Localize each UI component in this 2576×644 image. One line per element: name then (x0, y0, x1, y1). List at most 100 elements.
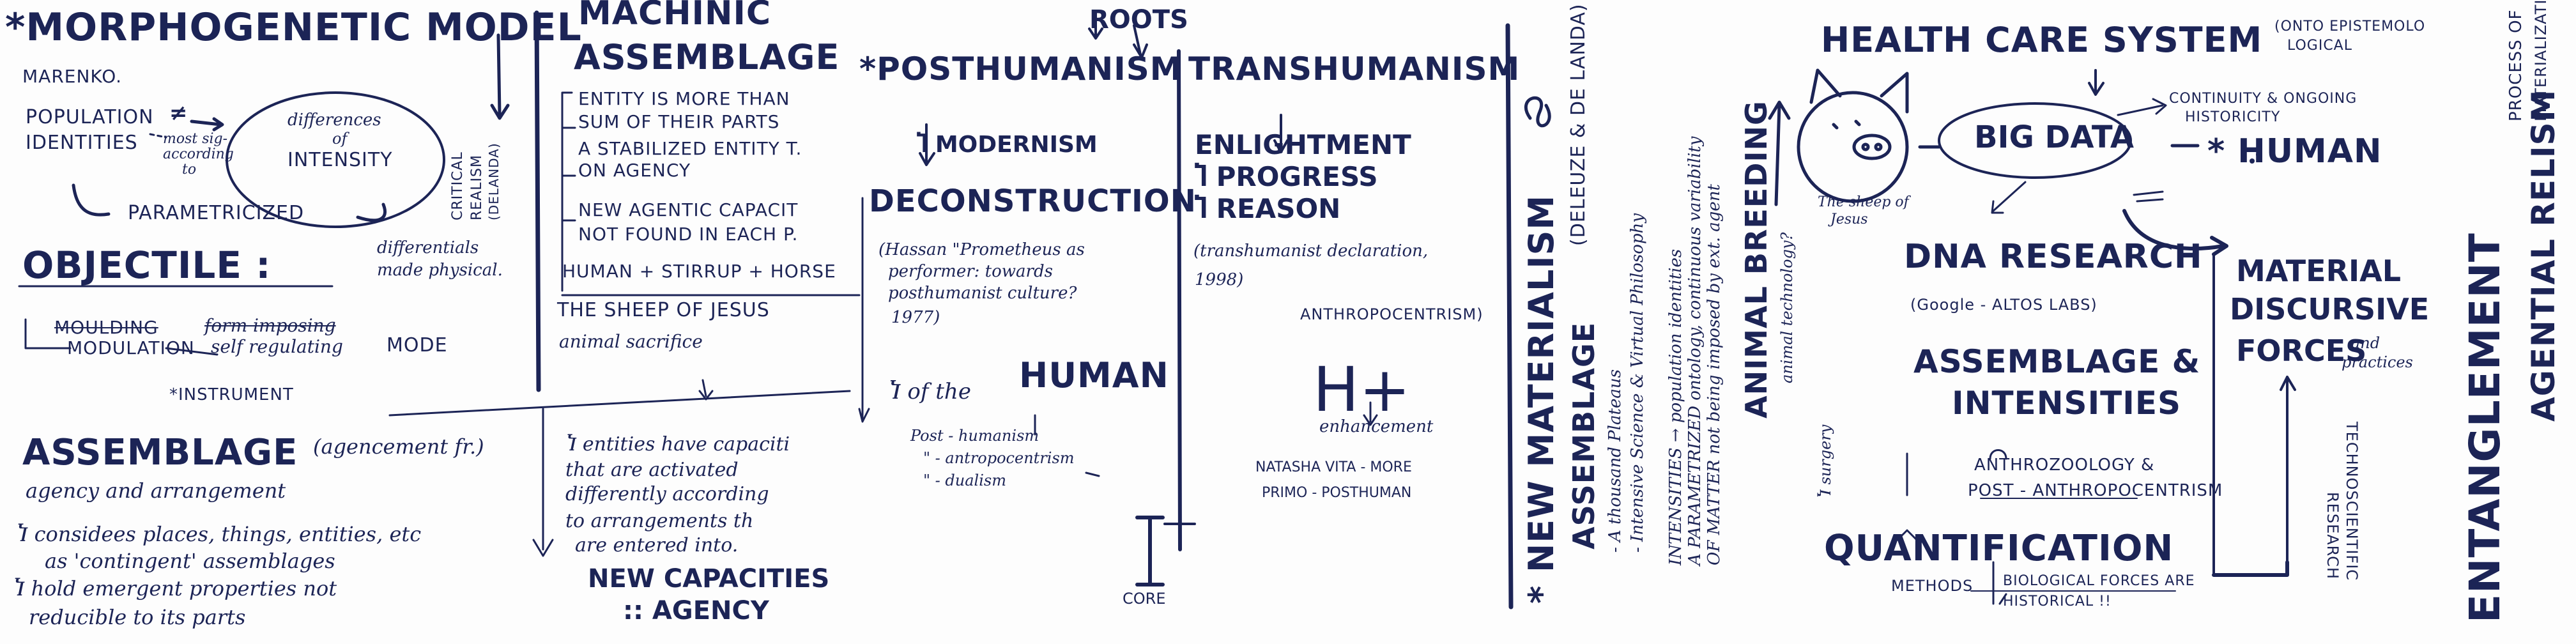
hassan-3: posthumanist culture? (888, 284, 1077, 303)
transhumanism-title: TRANSHUMANISM (1188, 50, 1521, 88)
hassan-4: 1977) (891, 308, 940, 327)
new-materialism-title: * NEW MATERIALISM (1521, 194, 1561, 604)
agency-arrangement: agency and arrangement (26, 479, 286, 503)
forces-label: FORCES (2236, 334, 2367, 368)
hassan-1: (Hassan "Prometheus as (878, 240, 1085, 259)
anthrozoology-2: POST - ANTHROPOCENTRISM (1968, 481, 2223, 500)
self-regulating: self regulating (211, 336, 343, 357)
h-plus: H+ (1313, 354, 1411, 425)
quantification: QUANTIFICATION (1824, 528, 2174, 569)
molding: MOULDING (54, 317, 158, 338)
modulation: MODULATION (67, 337, 195, 358)
enlightenment: ENLIGHTMENT (1195, 129, 1411, 160)
core-label: CORE (1123, 590, 1166, 608)
arrow-pop (190, 117, 224, 132)
sheep-caption-2: Jesus (1830, 211, 1868, 227)
capacities-3: differently according (565, 483, 769, 505)
arrow-down-critical (490, 33, 510, 120)
modernism: Ⴈ MODERNISM (917, 132, 1098, 158)
critical-2: REALISM (469, 155, 485, 220)
capacities-2: that are activated (565, 459, 739, 481)
parametricized: PARAMETRICIZED (128, 202, 305, 224)
onto-2: LOGICAL (2287, 38, 2352, 54)
biological-forces-2: HISTORICAL !! (2003, 594, 2112, 610)
machinic-title-2: ASSEMBLAGE (574, 37, 840, 77)
dualism: " - dualism (923, 471, 1006, 489)
anthropocentrism-dash: " - antropocentrism (923, 449, 1075, 467)
surgery: Ⴈ surgery (1816, 424, 1834, 498)
new-capacities-1: NEW CAPACITIES (588, 564, 830, 594)
capacities-1: Ⴈ entities have capaciti (565, 433, 790, 456)
critical-3: (DELANDA) (486, 142, 502, 220)
anthropocentrism: ANTHROPOCENTRISM) (1300, 305, 1483, 323)
pig-drawing (1797, 68, 1909, 203)
animal-sacrifice: animal sacrifice (559, 331, 703, 352)
declaration-1: (transhumanist declaration, (1193, 241, 1429, 261)
assemblage-title: ASSEMBLAGE (22, 432, 298, 473)
plateaus-2: - Intensive Science & Virtual Philosophy (1628, 213, 1647, 553)
primo-posthuman: PRIMO - POSTHUMAN (1262, 485, 1412, 501)
human-star: * HUMAN (2207, 132, 2382, 171)
mode: MODE (387, 334, 448, 356)
technoscientific: TECHNOSCIENTIFIC (2343, 422, 2361, 581)
roots-vertical-line (1177, 49, 1182, 551)
animal-technology: animal technology? (1778, 232, 1796, 383)
intensities-line1: INTENSITIES → population identities (1666, 249, 1685, 565)
pop-not-equal: ≠ (169, 100, 188, 126)
declaration-2: 1998) (1195, 270, 1244, 289)
pop-line2: IDENTITIES (26, 132, 138, 154)
diff-3: INTENSITY (288, 149, 393, 171)
hassan-2: performer: towards (888, 262, 1053, 281)
assemblage-intensities-1: ASSEMBLAGE & (1913, 343, 2201, 380)
continuity-1: CONTINUITY & ONGOING (2169, 91, 2358, 107)
assemblage-intensities-2: INTENSITIES (1952, 385, 2182, 422)
horizontal-divider (388, 390, 851, 417)
machinic-line3: A STABILIZED ENTITY T. (578, 138, 802, 159)
newmat-vertical-line (1505, 23, 1514, 610)
differentials-2: made physical. (377, 261, 503, 280)
form-imposing: form imposing (204, 315, 336, 336)
assemblage-line3: Ⴈ hold emergent properties not (13, 576, 337, 601)
material-label: MATERIAL (2236, 254, 2402, 288)
human-label: HUMAN (1019, 355, 1169, 395)
and-label: and (2351, 334, 2380, 352)
health-care-title: HEALTH CARE SYSTEM (1821, 20, 2263, 60)
machinic-line1: ENTITY IS MORE THAN (578, 88, 790, 109)
of-the: Ⴈ of the (888, 379, 971, 404)
machinic-line4: ON AGENCY (578, 160, 691, 181)
assemblage-line1: Ⴈ considees places, things, entities, et… (16, 522, 422, 546)
most-sig-2: according (163, 146, 234, 162)
animal-breeding: ANIMAL BREEDING (1739, 100, 1774, 418)
research: RESEARCH (2324, 492, 2342, 579)
biological-forces-1: BIOLOGICAL FORCES ARE (2003, 573, 2195, 589)
sheep-caption-1: The sheep of (1818, 194, 1909, 210)
discursive-label: DISCURSIVE (2230, 292, 2430, 326)
agential-realism: AGENTIAL RELISM (2525, 89, 2562, 422)
capacities-4: to arrangements th (565, 510, 754, 532)
agencement: (agencement fr.) (313, 434, 484, 459)
sheep-of-jesus: THE SHEEP OF JESUS (557, 299, 770, 321)
progress: Ⴈ PROGRESS (1195, 161, 1378, 192)
differentials-1: differentials (377, 238, 479, 257)
machinic-line5: NEW AGENTIC CAPACIT (578, 199, 799, 220)
deleuze-delanda: (DELEUZE & DE LANDA) (1567, 3, 1590, 246)
critical-1: CRITICAL (450, 151, 466, 220)
assemblage-line2: as 'contingent' assemblages (45, 549, 335, 573)
newmat-assemblage: ASSEMBLAGE (1567, 321, 1601, 549)
diff-1: differences (288, 111, 381, 130)
natasha-vita-more: NATASHA VITA - MORE (1255, 459, 1412, 475)
new-capacities-2: :: AGENCY (623, 596, 769, 625)
assemblage-line4: reducible to its parts (29, 605, 246, 629)
dna-research: DNA RESEARCH (1904, 238, 2203, 276)
morpho-author: MARENKO. (22, 66, 123, 87)
anthrozoology-1: ANTHROZOOLOGY & (1974, 456, 2155, 475)
continuity-2: HISTORICITY (2185, 109, 2281, 125)
reason: Ⴈ REASON (1195, 193, 1341, 224)
materialization: MATERIALIZATION (2532, 0, 2550, 121)
methods: METHODS (1891, 577, 1974, 595)
posthumanism-title: *POSTHUMANISM (859, 50, 1183, 88)
machinic-title-1: MACHINIC (578, 0, 772, 33)
intensity-circle (226, 91, 445, 228)
